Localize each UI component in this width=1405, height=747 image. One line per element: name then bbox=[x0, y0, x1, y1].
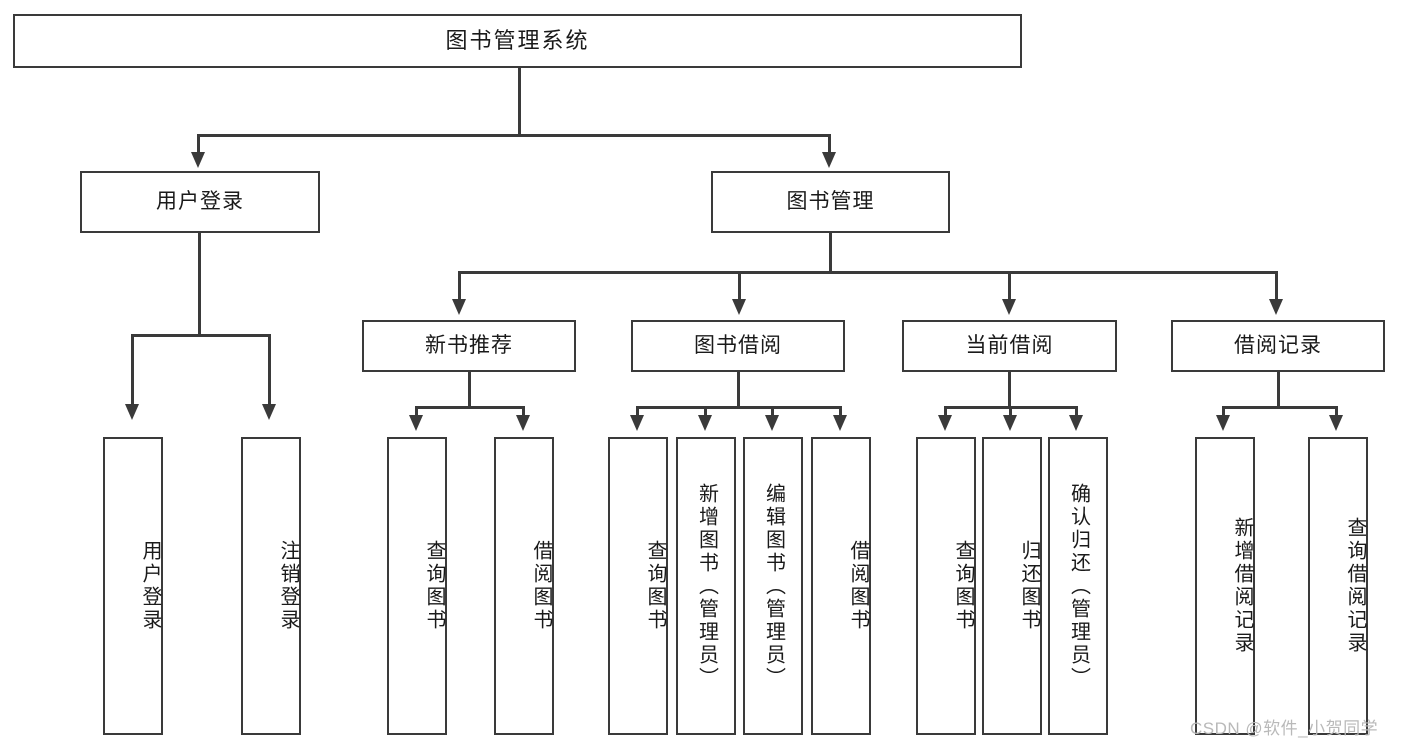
leaf-bb-edit-book-admin[interactable]: 编辑图书（管理员） bbox=[743, 437, 803, 735]
connector-bb-drop-2 bbox=[704, 406, 707, 420]
node-book-borrow[interactable]: 图书借阅 bbox=[631, 320, 845, 372]
leaf-bb-add-book-admin[interactable]: 新增图书（管理员） bbox=[676, 437, 736, 735]
connector-root-to-user-login bbox=[197, 134, 200, 156]
arrow-br-to-query-record bbox=[1329, 415, 1343, 431]
connector-br-drop-1 bbox=[1222, 406, 1225, 420]
connector-root-stem bbox=[518, 68, 521, 136]
leaf-label: 新增图书（管理员） bbox=[695, 482, 718, 690]
arrow-nbr-to-query-book bbox=[409, 415, 423, 431]
arrow-bm-to-borrow-record bbox=[1269, 299, 1283, 315]
leaf-bb-query-book[interactable]: 查询图书 bbox=[608, 437, 668, 735]
connector-bm-drop-2 bbox=[738, 271, 741, 303]
connector-book-management-bus bbox=[458, 271, 1278, 274]
connector-bb-bus bbox=[636, 406, 842, 409]
connector-cb-drop-3 bbox=[1075, 406, 1078, 420]
leaf-cb-query-book[interactable]: 查询图书 bbox=[916, 437, 976, 735]
leaf-user-login[interactable]: 用户登录 bbox=[103, 437, 163, 735]
leaf-br-add-record[interactable]: 新增借阅记录 bbox=[1195, 437, 1255, 735]
leaf-bb-borrow-book[interactable]: 借阅图书 bbox=[811, 437, 871, 735]
connector-bm-drop-1 bbox=[458, 271, 461, 303]
connector-cb-stem bbox=[1008, 372, 1011, 408]
arrow-bm-to-new-book-recommend bbox=[452, 299, 466, 315]
arrow-bb-to-query-book bbox=[630, 415, 644, 431]
connector-br-stem bbox=[1277, 372, 1280, 408]
connector-cb-drop-2 bbox=[1009, 406, 1012, 420]
connector-br-bus bbox=[1222, 406, 1338, 409]
connector-nbr-drop-2 bbox=[522, 406, 525, 420]
connector-user-login-drop-1 bbox=[131, 334, 134, 408]
connector-nbr-drop-1 bbox=[415, 406, 418, 420]
leaf-label: 新增借阅记录 bbox=[1231, 517, 1253, 655]
leaf-nbr-borrow-book[interactable]: 借阅图书 bbox=[494, 437, 554, 735]
leaf-label: 用户登录 bbox=[139, 540, 161, 632]
connector-bm-drop-4 bbox=[1275, 271, 1278, 303]
leaf-cb-confirm-return-admin[interactable]: 确认归还（管理员） bbox=[1048, 437, 1108, 735]
node-current-borrow[interactable]: 当前借阅 bbox=[902, 320, 1117, 372]
connector-bb-drop-4 bbox=[839, 406, 842, 420]
arrow-bb-to-borrow-book bbox=[833, 415, 847, 431]
connector-nbr-stem bbox=[468, 372, 471, 408]
connector-user-login-drop-2 bbox=[268, 334, 271, 408]
leaf-label: 查询图书 bbox=[952, 540, 974, 632]
node-label: 借阅记录 bbox=[1234, 333, 1322, 357]
node-label: 当前借阅 bbox=[965, 333, 1054, 357]
arrow-root-to-book-management bbox=[822, 152, 836, 168]
node-book-management[interactable]: 图书管理 bbox=[711, 171, 950, 233]
watermark-text: CSDN @软件_小贺同学 bbox=[1190, 719, 1379, 738]
leaf-br-query-record[interactable]: 查询借阅记录 bbox=[1308, 437, 1368, 735]
csdn-watermark: CSDN @软件_小贺同学 bbox=[1190, 714, 1378, 739]
arrow-root-to-user-login bbox=[191, 152, 205, 168]
arrow-bb-to-add-book bbox=[698, 415, 712, 431]
connector-user-login-stem bbox=[198, 233, 201, 336]
connector-cb-drop-1 bbox=[944, 406, 947, 420]
connector-bb-stem bbox=[737, 372, 740, 408]
leaf-label: 归还图书 bbox=[1018, 540, 1040, 632]
connector-nbr-bus bbox=[415, 406, 525, 409]
leaf-label: 借阅图书 bbox=[530, 540, 552, 632]
connector-bb-drop-3 bbox=[771, 406, 774, 420]
leaf-label: 查询图书 bbox=[423, 540, 445, 632]
connector-br-drop-2 bbox=[1335, 406, 1338, 420]
arrow-cb-to-query-book bbox=[938, 415, 952, 431]
leaf-logout[interactable]: 注销登录 bbox=[241, 437, 301, 735]
arrow-bm-to-current-borrow bbox=[1002, 299, 1016, 315]
connector-root-bus bbox=[197, 134, 831, 137]
node-user-login[interactable]: 用户登录 bbox=[80, 171, 320, 233]
node-borrow-record[interactable]: 借阅记录 bbox=[1171, 320, 1385, 372]
arrow-bm-to-book-borrow bbox=[732, 299, 746, 315]
connector-root-to-book-management bbox=[828, 134, 831, 156]
node-book-management-system[interactable]: 图书管理系统 bbox=[13, 14, 1022, 68]
leaf-label: 查询借阅记录 bbox=[1344, 517, 1366, 655]
leaf-nbr-query-book[interactable]: 查询图书 bbox=[387, 437, 447, 735]
arrow-nbr-to-borrow-book bbox=[516, 415, 530, 431]
arrow-br-to-add-record bbox=[1216, 415, 1230, 431]
node-label: 用户登录 bbox=[156, 189, 244, 213]
leaf-cb-return-book[interactable]: 归还图书 bbox=[982, 437, 1042, 735]
connector-bb-drop-1 bbox=[636, 406, 639, 420]
arrow-bb-to-edit-book bbox=[765, 415, 779, 431]
node-label: 新书推荐 bbox=[425, 333, 513, 357]
connector-book-management-stem bbox=[829, 233, 832, 274]
node-label: 图书管理系统 bbox=[445, 28, 590, 54]
node-new-book-recommend[interactable]: 新书推荐 bbox=[362, 320, 576, 372]
leaf-label: 编辑图书（管理员） bbox=[762, 482, 785, 690]
arrow-cb-to-confirm-return bbox=[1069, 415, 1083, 431]
arrow-cb-to-return-book bbox=[1003, 415, 1017, 431]
leaf-label: 借阅图书 bbox=[847, 540, 869, 632]
arrow-user-login-to-logout bbox=[262, 404, 276, 420]
leaf-label: 查询图书 bbox=[644, 540, 666, 632]
node-label: 图书借阅 bbox=[694, 333, 782, 357]
node-label: 图书管理 bbox=[786, 189, 875, 213]
leaf-label: 确认归还（管理员） bbox=[1067, 482, 1090, 690]
connector-bm-drop-3 bbox=[1008, 271, 1011, 303]
arrow-user-login-to-login bbox=[125, 404, 139, 420]
leaf-label: 注销登录 bbox=[277, 540, 299, 632]
connector-user-login-bus bbox=[131, 334, 270, 337]
